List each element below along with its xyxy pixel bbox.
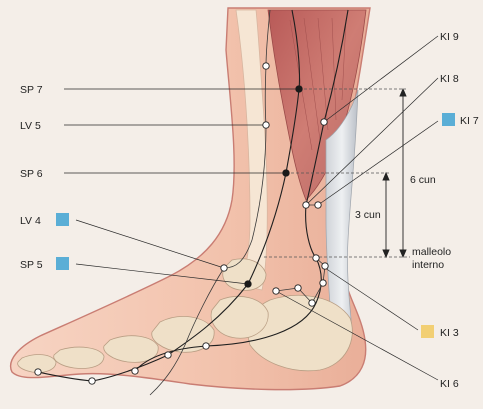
point-ki2 [203,343,209,349]
point-sp6 [283,170,289,176]
point-sp4 [165,352,171,358]
point-sp5 [245,281,251,287]
label-lv4: LV 4 [20,215,41,227]
point-ki7 [315,202,321,208]
label-ki9: KI 9 [440,31,459,43]
ki7-blue-marker [442,113,455,126]
label-interno: interno [412,259,444,271]
label-sp6: SP 6 [20,168,43,180]
point-ki5 [309,300,315,306]
point-ki3 [322,263,328,269]
point-sp3 [132,368,138,374]
point-lv4 [221,265,227,271]
point-lv5 [263,122,269,128]
label-sp5: SP 5 [20,259,43,271]
label-malleolo: malleolo [412,246,451,258]
label-3-cun: 3 cun [355,209,381,221]
point-sp2 [89,378,95,384]
point-sp1 [35,369,41,375]
point-sp7 [296,86,302,92]
point-ki3-upper [313,255,319,261]
point-ki8 [303,202,309,208]
point-ki-mid [295,285,301,291]
point-ki6 [273,288,279,294]
label-ki3: KI 3 [440,327,459,339]
ki3-yellow-marker [421,325,434,338]
label-lv5: LV 5 [20,120,41,132]
label-ki8: KI 8 [440,73,459,85]
sp5-blue-marker [56,257,69,270]
label-6-cun: 6 cun [410,174,436,186]
label-ki6: KI 6 [440,378,459,390]
lv4-blue-marker [56,213,69,226]
label-ki7: KI 7 [460,115,479,127]
point-liver-upper [263,63,269,69]
point-ki9 [321,119,327,125]
point-ki4 [320,280,326,286]
label-sp7: SP 7 [20,84,43,96]
